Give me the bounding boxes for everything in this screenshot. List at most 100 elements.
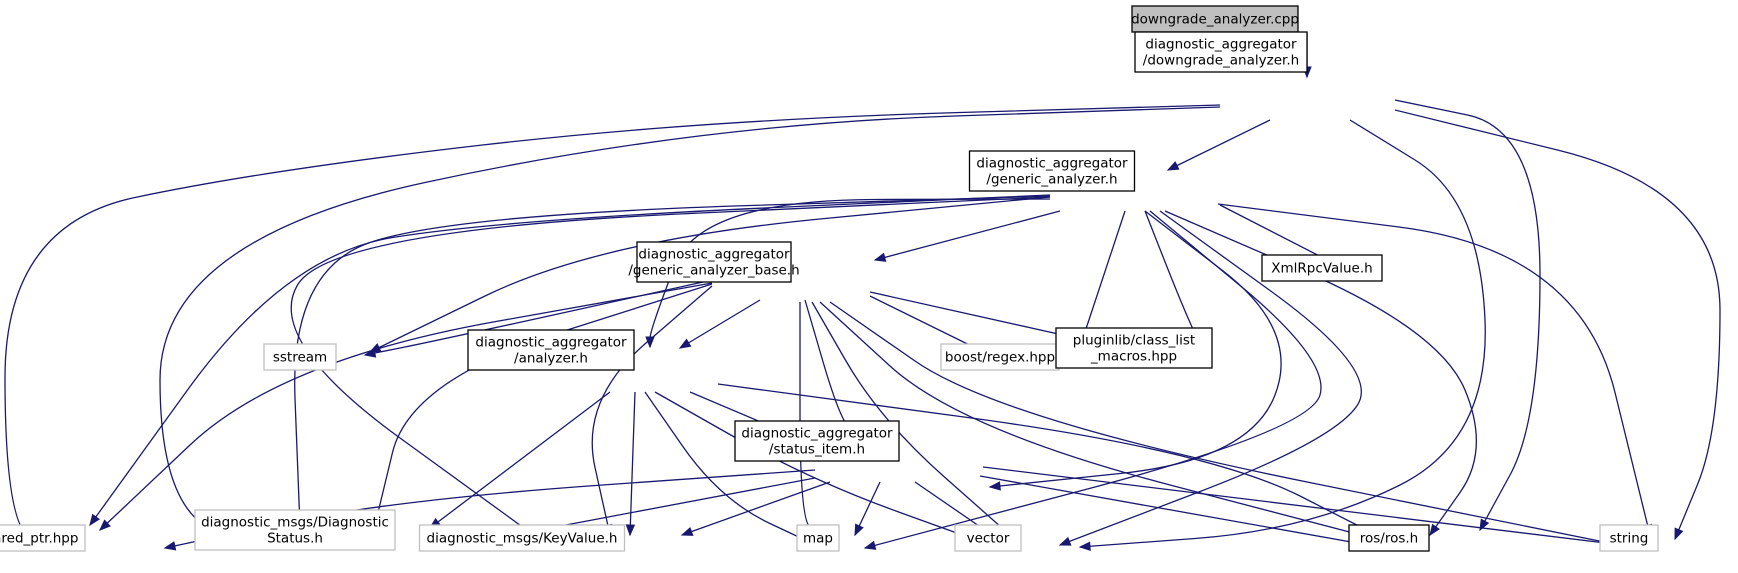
node-label: string: [1610, 531, 1649, 547]
edge-line: [159, 106, 1221, 549]
edge-arrowhead: [678, 338, 692, 349]
node-box: [940, 343, 1060, 371]
node-box: [734, 420, 900, 462]
node-label: diagnostic_aggregator: [475, 335, 627, 351]
edge-gah-to-string: [1217, 203, 1653, 537]
edge-gabh-to-sih: [804, 299, 862, 439]
edge-line: [1164, 210, 1478, 536]
edge-gah-to-gabh: [873, 210, 1061, 262]
node-box: [1261, 254, 1383, 282]
edge-line: [369, 196, 1051, 353]
edge-gah-to-ros: [1164, 210, 1478, 537]
edge-line: [364, 279, 713, 356]
node-dah[interactable]: diagnostic_aggregator/downgrade_analyzer…: [1134, 31, 1308, 73]
edge-line: [1059, 210, 1362, 546]
node-label: downgrade_analyzer.cpp: [1131, 12, 1299, 28]
edge-arrowhead: [1166, 161, 1180, 171]
edge-line: [799, 302, 821, 535]
edge-arrowhead: [625, 524, 636, 537]
node-label: boost/shared_ptr.hpp: [0, 531, 78, 547]
node-label: diagnostic_msgs/KeyValue.h: [427, 531, 618, 547]
edge-gah-to-plugin: [1144, 210, 1201, 347]
edge-line: [294, 195, 1051, 528]
node-label: _macros.hpp: [1090, 349, 1177, 365]
node-map: map: [796, 524, 840, 552]
edge-dah-to-vector: [1078, 119, 1486, 551]
node-box: [796, 524, 840, 552]
edge-ah-to-ros: [717, 383, 1394, 544]
node-label: map: [803, 531, 833, 547]
node-box: [1131, 5, 1299, 33]
edge-line: [1079, 119, 1486, 548]
edge-line: [1394, 109, 1721, 540]
node-box: [0, 524, 86, 552]
edge-gabh-to-diagstat: [372, 283, 713, 527]
edge-sih-to-string: [982, 466, 1624, 549]
node-root: downgrade_analyzer.cpp: [1131, 5, 1299, 33]
edge-gabh-to-map: [799, 302, 822, 535]
edge-dah-to-string: [1394, 109, 1721, 541]
edge-arrowhead: [863, 540, 877, 550]
edge-arrowhead: [854, 523, 864, 537]
edge-line: [290, 196, 1051, 537]
node-plugin[interactable]: pluginlib/class_list_macros.hpp: [1055, 327, 1213, 369]
node-box: [263, 343, 337, 371]
edge-arrowhead: [99, 519, 111, 531]
edge-line: [681, 481, 831, 536]
edge-dah-to-gah: [1166, 119, 1271, 171]
node-box: [636, 241, 792, 283]
edge-arrowhead: [1429, 523, 1440, 537]
node-label: diagnostic_aggregator: [741, 426, 893, 442]
node-sih[interactable]: diagnostic_aggregator/status_item.h: [734, 420, 900, 462]
edge-line: [982, 466, 1623, 546]
edge-line: [811, 301, 1011, 536]
edge-gabh-to-sstream: [363, 279, 713, 358]
node-label: /status_item.h: [769, 442, 865, 458]
node-label: diagnostic_msgs/Diagnostic: [201, 515, 389, 531]
edges-layer: [4, 32, 1721, 551]
edge-line: [1219, 204, 1336, 265]
edge-line: [1217, 203, 1651, 536]
edge-line: [819, 301, 1381, 541]
edge-ah-to-diagstat: [428, 391, 611, 529]
edge-line: [429, 391, 611, 529]
nodes-layer: downgrade_analyzer.cpp diagnostic_aggrega…: [0, 5, 1659, 552]
edge-gah-to-vector: [1058, 210, 1362, 546]
edge-arrowhead: [1674, 527, 1684, 541]
node-box: [194, 509, 396, 551]
node-string: string: [1599, 524, 1659, 552]
node-label: ros/ros.h: [1360, 531, 1419, 547]
node-ah[interactable]: diagnostic_aggregator/analyzer.h: [467, 329, 635, 371]
node-label: /downgrade_analyzer.h: [1143, 53, 1299, 69]
edge-ah-to-keyvalue: [625, 391, 636, 537]
edge-line: [99, 282, 713, 531]
edge-line: [717, 383, 1393, 544]
node-label: vector: [967, 531, 1010, 547]
edge-line: [1144, 210, 1201, 346]
edge-line: [591, 285, 713, 536]
edge-arrowhead: [1078, 541, 1091, 551]
edge-line: [4, 104, 1221, 550]
node-label: /generic_analyzer_base.h: [628, 263, 799, 279]
edge-line: [804, 299, 861, 439]
node-regex: boost/regex.hpp: [940, 343, 1060, 371]
node-ros[interactable]: ros/ros.h: [1348, 524, 1430, 552]
node-box: [1348, 524, 1430, 552]
node-xml[interactable]: XmlRpcValue.h: [1261, 254, 1383, 282]
edge-ah-to-map: [644, 391, 822, 548]
edge-gabh-to-string: [829, 301, 1626, 549]
node-gabh[interactable]: diagnostic_aggregator/generic_analyzer_b…: [628, 241, 800, 283]
edge-line: [874, 210, 1061, 261]
edge-ah-to-vector: [654, 391, 992, 546]
node-gah[interactable]: diagnostic_aggregator/generic_analyzer.h: [968, 150, 1136, 192]
node-box: [954, 524, 1022, 552]
node-box: [467, 329, 635, 371]
edge-gabh-to-ah: [678, 299, 761, 349]
node-label: boost/regex.hpp: [945, 350, 1055, 366]
node-keyvalue: diagnostic_msgs/KeyValue.h: [418, 524, 626, 552]
node-label: diagnostic_aggregator: [1145, 37, 1297, 53]
edge-gabh-to-keyvalue: [591, 285, 713, 537]
node-sstream: sstream: [263, 343, 337, 371]
